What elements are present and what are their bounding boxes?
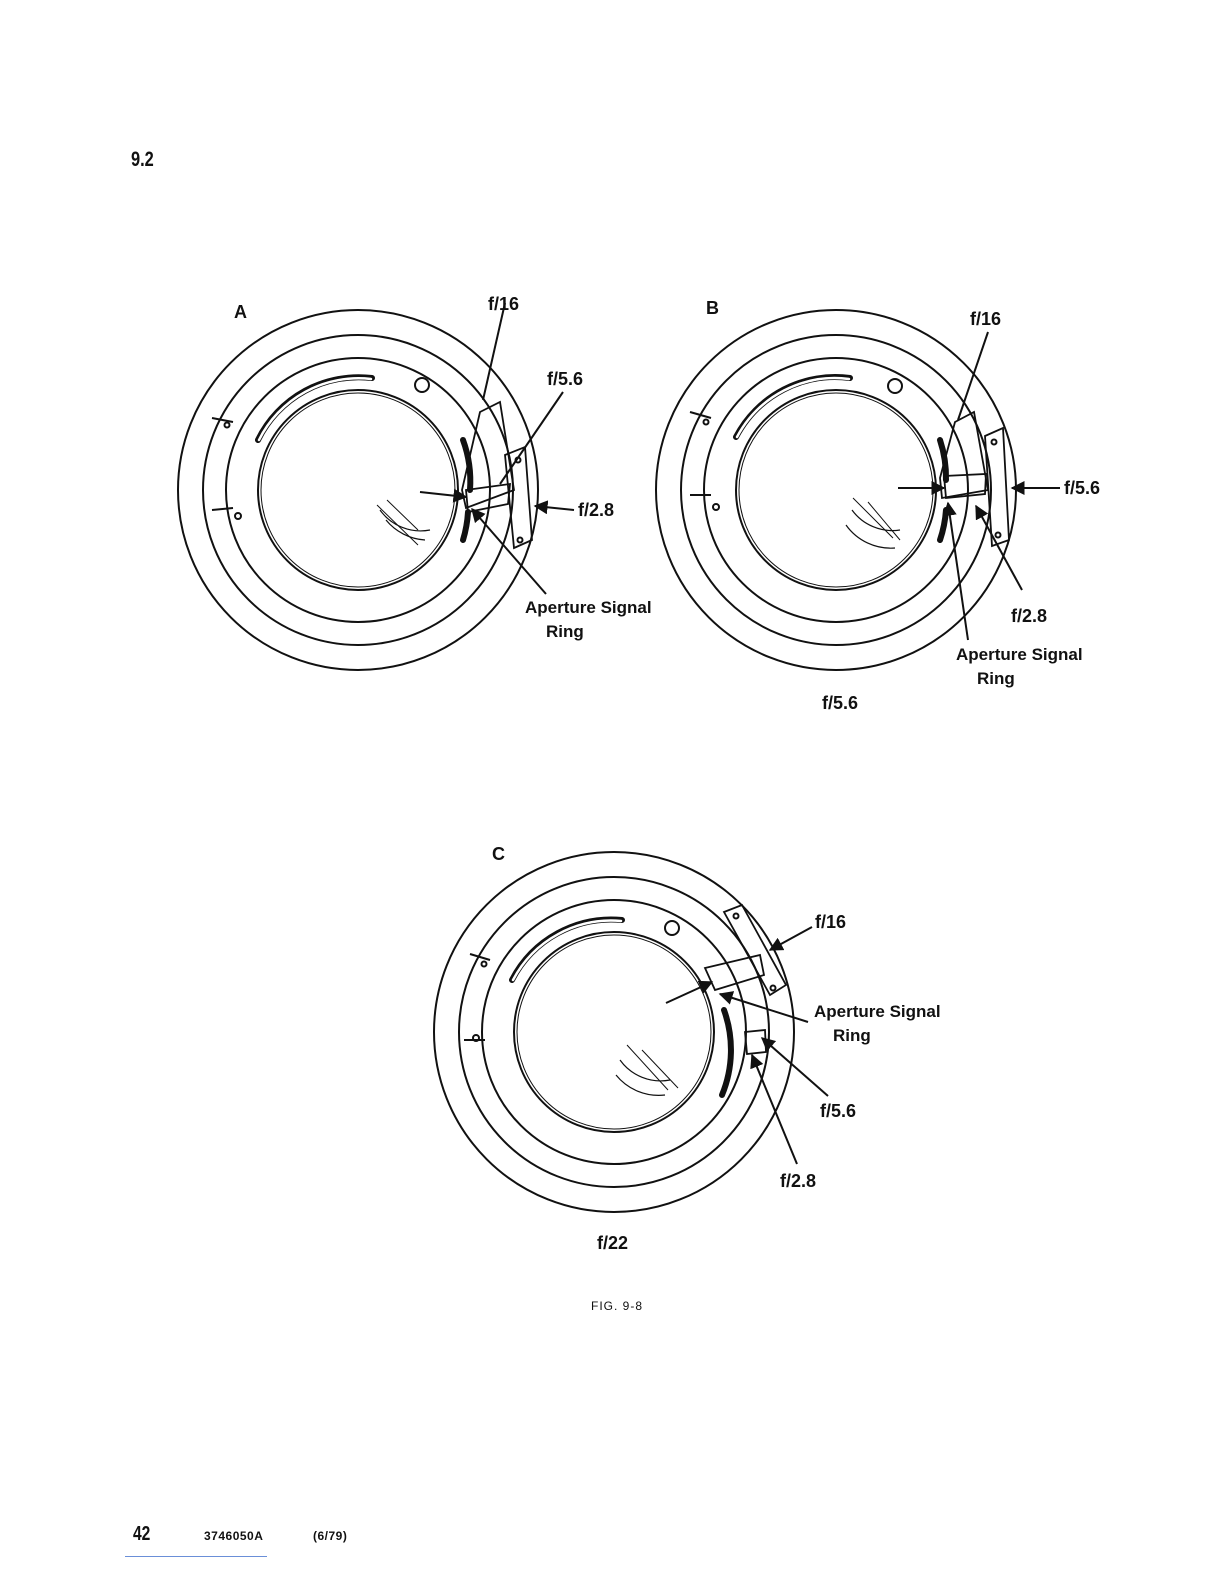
figure-caption: FIG. 9-8: [591, 1299, 643, 1313]
label-f16: f/16: [815, 912, 846, 932]
mount-screw: [415, 378, 429, 392]
inner-ring: [704, 358, 968, 622]
document-date: (6/79): [313, 1529, 347, 1543]
outer-ring: [656, 310, 1016, 670]
label-aperture-signal: Aperture Signal: [525, 598, 652, 617]
figure-a: A: [178, 302, 574, 670]
label-f16: f/16: [488, 294, 519, 314]
figure-b-labels: f/16 f/5.6 f/2.8 Aperture Signal Ring f/…: [822, 309, 1100, 713]
footer-rule: [125, 1556, 267, 1557]
figure-a-labels: f/16 f/5.6 f/2.8 Aperture Signal Ring: [488, 294, 652, 641]
figure-b: B: [656, 298, 1060, 670]
figure-b-setting: f/5.6: [822, 693, 858, 713]
label-f56: f/5.6: [547, 369, 583, 389]
figure-c-setting: f/22: [597, 1233, 628, 1253]
figure-c: C: [434, 844, 828, 1212]
lens-opening: [736, 390, 936, 590]
figure-a-letter: A: [234, 302, 247, 322]
lens-opening: [258, 390, 458, 590]
label-ring: Ring: [977, 669, 1015, 688]
label-f56: f/5.6: [1064, 478, 1100, 498]
label-f56: f/5.6: [820, 1101, 856, 1121]
label-f28: f/2.8: [1011, 606, 1047, 626]
label-ring: Ring: [833, 1026, 871, 1045]
figure-c-labels: f/16 Aperture Signal Ring f/5.6 f/2.8 f/…: [597, 912, 941, 1253]
figure-b-letter: B: [706, 298, 719, 318]
label-f28: f/2.8: [780, 1171, 816, 1191]
figure-c-letter: C: [492, 844, 505, 864]
document-number: 3746050A: [204, 1529, 263, 1543]
inner-ring: [482, 900, 746, 1164]
mount-ring: [459, 877, 769, 1187]
label-ring: Ring: [546, 622, 584, 641]
page-number: 42: [133, 1523, 150, 1546]
lens-opening: [514, 932, 714, 1132]
label-aperture-signal: Aperture Signal: [956, 645, 1083, 664]
inner-ring: [226, 358, 490, 622]
label-aperture-signal: Aperture Signal: [814, 1002, 941, 1021]
outer-ring: [178, 310, 538, 670]
label-f28: f/2.8: [578, 500, 614, 520]
label-f16: f/16: [970, 309, 1001, 329]
signal-ring-tab: [466, 484, 510, 512]
